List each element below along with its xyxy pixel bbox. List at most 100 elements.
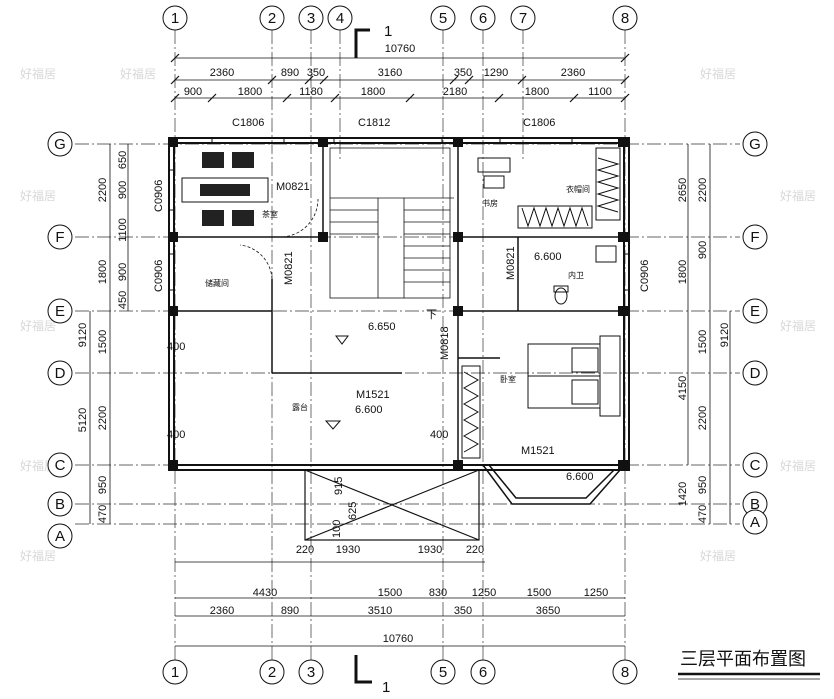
- dim-top-row3: 1180: [299, 86, 323, 98]
- axis-bubble-top-5: 5: [430, 5, 456, 31]
- axis-bubble-bottom-3: 3: [298, 659, 324, 685]
- dimension-text: 9120: [77, 323, 89, 347]
- dimension-text: 470: [697, 505, 709, 523]
- front-canopy: [304, 469, 480, 541]
- dim-top-row2: 890: [281, 67, 299, 79]
- dim-top-row2: 2360: [210, 67, 234, 79]
- window-frames: [168, 137, 630, 291]
- door-label-storage: M0821: [283, 251, 295, 285]
- door-label-m1521-a: M1521: [356, 389, 390, 401]
- door-swing-storage: [239, 244, 273, 280]
- axis-bubble-top-7: 7: [510, 5, 536, 31]
- toilet: [553, 245, 617, 305]
- window-label: C0906: [153, 180, 165, 212]
- section-mark-top: 1: [384, 23, 392, 40]
- dimension-text: 2200: [697, 406, 709, 430]
- dimension-text: 9120: [719, 323, 731, 347]
- desk: [477, 157, 511, 189]
- watermark: 好福居: [20, 66, 56, 81]
- axis-bubbles: 1 2 3 4 5 6 7 8 1 2 3 5 6 8 G F E D C B …: [47, 5, 768, 685]
- window-label: C0906: [153, 260, 165, 292]
- dim-bottom-row1: 3510: [368, 605, 392, 617]
- dimension-text: 470: [97, 505, 109, 523]
- dimension-text: 900: [117, 263, 129, 281]
- top-dimension-ticks: [170, 53, 630, 103]
- dim-bottom-row2: 4430: [253, 587, 277, 599]
- room-label-bedroom: 卧室: [500, 374, 516, 384]
- dimension-text: E: [750, 303, 760, 320]
- left-dims-text: 650 900 1100 900 450 2200 1800 1500 2200…: [77, 151, 129, 523]
- dimension-text: 2200: [697, 178, 709, 202]
- dimension-text: 4: [336, 10, 344, 27]
- axis-bubble-top-2: 2: [259, 5, 285, 31]
- axis-bubble-top-4: 4: [327, 5, 353, 31]
- drawing-title: 三层平面布置图: [680, 649, 806, 669]
- dim-bottom-row1: 2360: [210, 605, 234, 617]
- axis-bubble-left-C: C: [47, 452, 73, 478]
- axis-bubble-top-8: 8: [612, 5, 638, 31]
- dimension-text: F: [55, 229, 64, 246]
- dimension-text: 900: [117, 181, 129, 199]
- room-label-terrace: 露台: [292, 402, 308, 412]
- dimension-text: B: [55, 496, 65, 513]
- axis-bubble-bottom-1: 1: [162, 659, 188, 685]
- dimension-text: G: [749, 136, 761, 153]
- dim-bottom-row1: 3650: [536, 605, 560, 617]
- dimension-text: 1800: [97, 260, 109, 284]
- dimension-text: 650: [117, 151, 129, 169]
- axis-bubble-bottom-6: 6: [470, 659, 496, 685]
- elevation-main: 6.650: [368, 321, 396, 333]
- section-marks: [354, 28, 372, 684]
- dimension-text: 900: [697, 241, 709, 259]
- dim-bottom-row1: 350: [454, 605, 472, 617]
- dimension-text: 5120: [77, 408, 89, 432]
- dim-bottom-row3: 1930: [336, 544, 360, 556]
- elevation-symbol: [335, 335, 349, 345]
- columns: [168, 137, 628, 470]
- watermark: 好福居: [780, 188, 816, 203]
- left-dimension-lines: [89, 144, 731, 524]
- dimension-text: 950: [97, 476, 109, 494]
- offset-400: 400: [430, 429, 448, 441]
- bay-window: [482, 464, 621, 505]
- dimension-text: 1800: [677, 260, 689, 284]
- axis-bubble-left-B: B: [47, 491, 73, 517]
- watermark: 好福居: [20, 318, 56, 333]
- door-label-m1521-b: M1521: [521, 445, 555, 457]
- axis-bubble-top-1: 1: [162, 5, 188, 31]
- dim-top-row3: 1100: [588, 86, 612, 98]
- axis-bubble-right-F: F: [742, 224, 768, 250]
- axis-bubble-right-D: D: [742, 360, 768, 386]
- dim-top-row3: 1800: [525, 86, 549, 98]
- window-label: C0906: [639, 260, 651, 292]
- axis-bubble-bottom-2: 2: [259, 659, 285, 685]
- bed: [527, 335, 621, 417]
- right-dims-text: 2650 1800 4150 2200 900 1500 2200 950 14…: [677, 178, 731, 523]
- dim-top-row2: 3160: [378, 67, 402, 79]
- axis-bubble-top-3: 3: [298, 5, 324, 31]
- dimension-text: D: [55, 365, 66, 382]
- offset-400: 400: [167, 429, 185, 441]
- dimension-text: 7: [519, 10, 527, 27]
- bay-dim-625: 625: [347, 502, 359, 520]
- dim-bottom-row1: 890: [281, 605, 299, 617]
- dim-bottom-row2: 830: [429, 587, 447, 599]
- dim-bottom-row3: 1930: [418, 544, 442, 556]
- dimension-text: E: [55, 303, 65, 320]
- watermark: 好福居: [20, 458, 56, 473]
- dimension-text: 8: [621, 664, 629, 681]
- bay-dim-100: 100: [331, 520, 343, 538]
- dim-bottom-total: 10760: [383, 633, 414, 645]
- tea-table: [181, 152, 269, 226]
- dimension-text: D: [750, 365, 761, 382]
- dimension-text: 2200: [97, 406, 109, 430]
- dimension-text: 2200: [97, 178, 109, 202]
- dimension-text: 2650: [677, 178, 689, 202]
- elevation-symbol: [324, 420, 342, 430]
- dim-top-row3: 1800: [238, 86, 262, 98]
- dim-top-total: 10760: [385, 43, 416, 55]
- dim-bottom-row2: 1500: [378, 587, 402, 599]
- top-dimension-lines: [175, 57, 625, 617]
- watermark: 好福居: [120, 66, 156, 81]
